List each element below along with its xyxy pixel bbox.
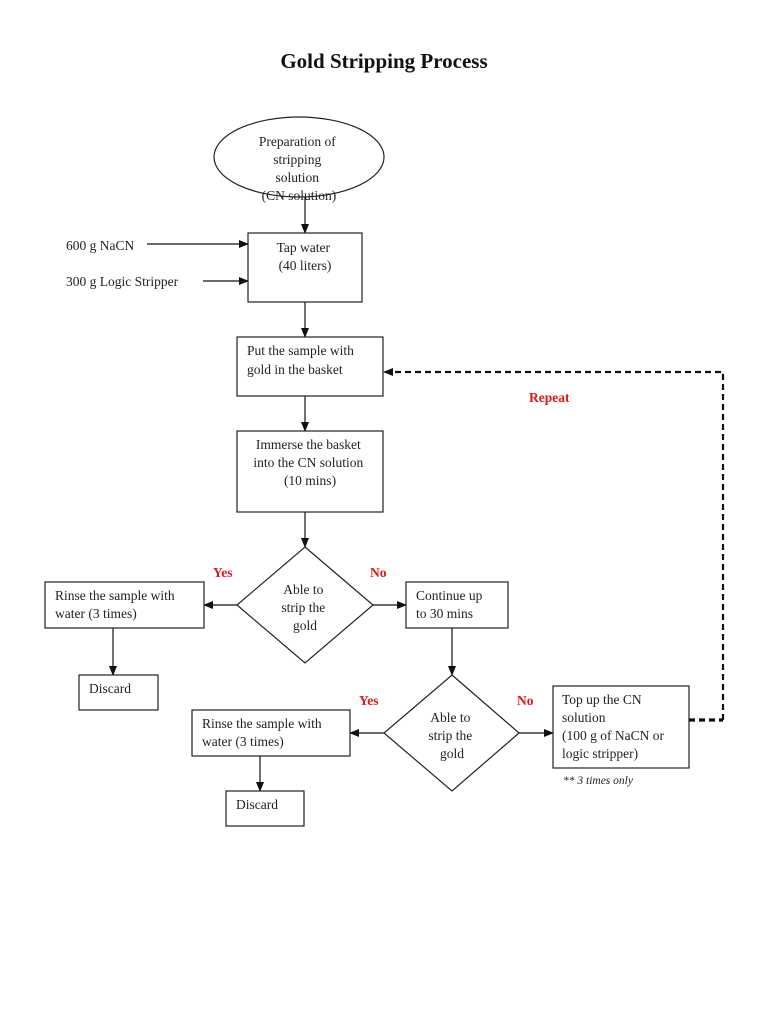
line: Continue up <box>416 588 483 603</box>
node-tap-water: Tap water (40 liters) <box>247 232 363 303</box>
decision1-diamond <box>236 546 374 664</box>
input-nacn-label: 600 g NaCN <box>66 238 134 253</box>
node-discard2-text: Discard <box>236 797 278 812</box>
line: strip the <box>428 728 472 743</box>
line: Tap water <box>277 240 331 255</box>
node-immerse: Immerse the basket into the CN solution … <box>236 430 384 513</box>
node-start-text: Preparation of stripping solution (CN so… <box>259 134 339 203</box>
node-rinse1: Rinse the sample with water (3 times) <box>44 581 205 629</box>
line: strip the <box>281 600 325 615</box>
continue-box <box>405 581 509 629</box>
node-rinse2: Rinse the sample with water (3 times) <box>191 709 351 757</box>
node-decision1: Able to strip the gold <box>236 546 374 664</box>
node-put-sample: Put the sample with gold in the basket <box>236 336 384 397</box>
node-discard2: Discard <box>225 790 305 827</box>
node-discard1: Discard <box>78 674 159 711</box>
line: Put the sample with <box>247 343 354 358</box>
node-discard1-text: Discard <box>89 681 131 696</box>
decision2-diamond <box>383 674 520 792</box>
line: Immerse the basket <box>256 437 361 452</box>
discard1-box <box>78 674 159 711</box>
node-top-up: Top up the CN solution (100 g of NaCN or… <box>552 685 690 769</box>
node-put-sample-text: Put the sample with gold in the basket <box>247 343 357 377</box>
line: into the CN solution <box>253 455 363 470</box>
label-yes2: Yes <box>359 693 379 708</box>
node-decision1-text: Able to strip the gold <box>281 582 328 633</box>
line: logic stripper) <box>562 746 638 761</box>
node-rinse1-text: Rinse the sample with water (3 times) <box>55 588 178 621</box>
line: gold in the basket <box>247 362 343 377</box>
line: solution <box>276 170 320 185</box>
rinse1-box <box>44 581 205 629</box>
line: water (3 times) <box>55 606 137 621</box>
line: Able to <box>283 582 323 597</box>
line: (100 g of NaCN or <box>562 728 664 743</box>
line: Able to <box>430 710 470 725</box>
line: gold <box>440 746 464 761</box>
label-yes1: Yes <box>213 565 233 580</box>
line: (CN solution) <box>262 188 337 203</box>
node-continue: Continue up to 30 mins <box>405 581 509 629</box>
line: to 30 mins <box>416 606 473 621</box>
tap-water-box <box>247 232 363 303</box>
line: water (3 times) <box>202 734 284 749</box>
input-logic-stripper-label: 300 g Logic Stripper <box>66 274 179 289</box>
node-top-up-text: Top up the CN solution (100 g of NaCN or… <box>562 692 667 761</box>
node-continue-text: Continue up to 30 mins <box>416 588 486 621</box>
line: stripping <box>273 152 321 167</box>
line: solution <box>562 710 606 725</box>
label-no1: No <box>370 565 387 580</box>
node-rinse2-text: Rinse the sample with water (3 times) <box>202 716 325 749</box>
start-ellipse <box>213 116 385 198</box>
node-tap-water-text: Tap water (40 liters) <box>277 240 334 273</box>
line: Rinse the sample with <box>202 716 322 731</box>
label-repeat: Repeat <box>529 390 570 405</box>
node-immerse-text: Immerse the basket into the CN solution … <box>253 437 366 488</box>
line: gold <box>293 618 317 633</box>
line: (10 mins) <box>284 473 336 488</box>
line: Top up the CN <box>562 692 642 707</box>
node-start: Preparation of stripping solution (CN so… <box>213 116 385 203</box>
discard2-box <box>225 790 305 827</box>
immerse-box <box>236 430 384 513</box>
top-up-box <box>552 685 690 769</box>
line: Preparation of <box>259 134 336 149</box>
line: Rinse the sample with <box>55 588 175 603</box>
put-sample-box <box>236 336 384 397</box>
note-3-times-only: ** 3 times only <box>563 775 634 787</box>
node-decision2-text: Able to strip the gold <box>428 710 475 761</box>
rinse2-box <box>191 709 351 757</box>
label-no2: No <box>517 693 534 708</box>
node-decision2: Able to strip the gold <box>383 674 520 792</box>
page-title: Gold Stripping Process <box>280 49 487 73</box>
line: (40 liters) <box>279 258 332 273</box>
repeat-loop-line <box>392 370 725 720</box>
